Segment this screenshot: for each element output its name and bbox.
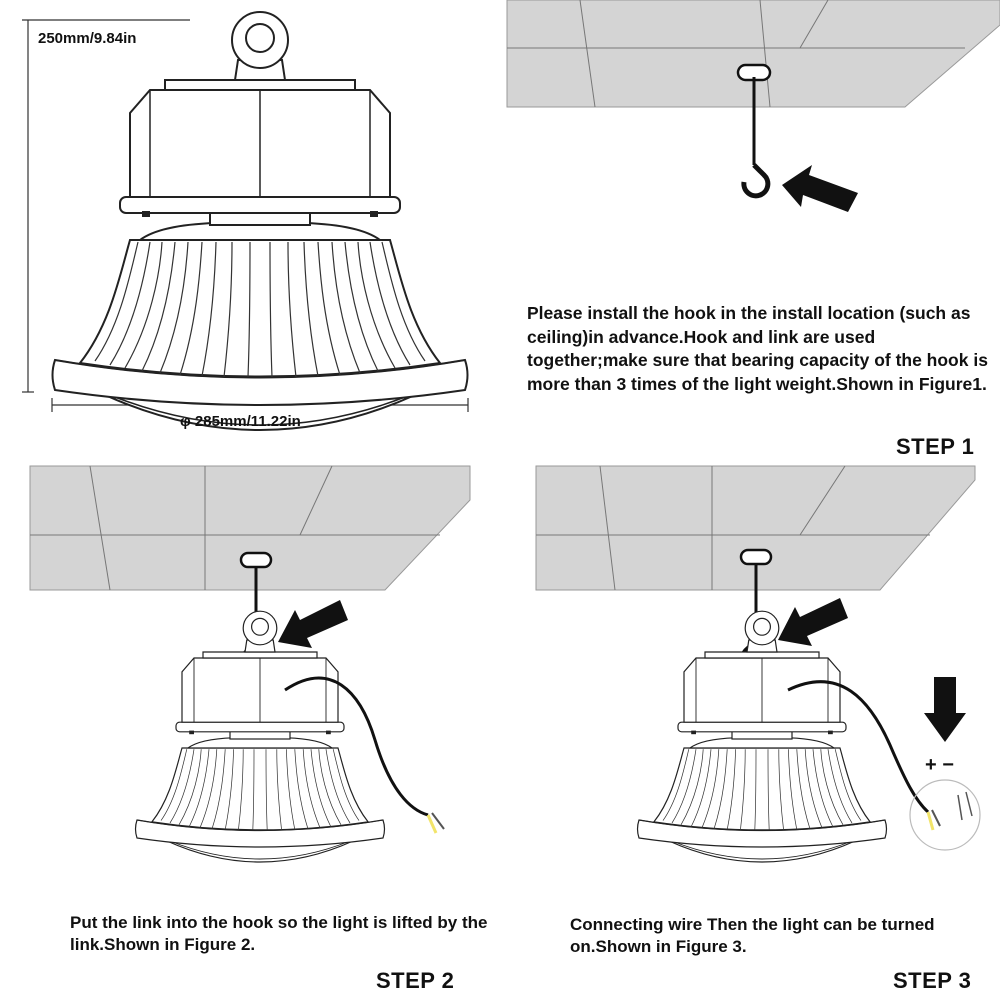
step2-ceiling — [29, 465, 471, 591]
step2-wire — [284, 676, 445, 834]
step1-label: STEP 1 — [896, 434, 975, 459]
step1-instructions: Please install the hook in the install l… — [527, 303, 988, 394]
step3-arrow — [778, 598, 848, 646]
step2-lamp — [134, 610, 386, 863]
step1-ceiling — [506, 0, 1000, 108]
diameter-dimension-label: φ 285mm/11.22in — [180, 413, 301, 430]
height-dimension-label: 250mm/9.84in — [38, 30, 137, 47]
step3-ceiling — [535, 465, 976, 591]
step2-arrow — [278, 600, 348, 648]
step1-hook — [736, 63, 772, 199]
step2-instructions: Put the link into the hook so the light … — [70, 913, 488, 954]
step1-arrow — [782, 165, 858, 212]
step3-lamp — [636, 610, 888, 863]
step3-down-arrow — [924, 677, 966, 742]
polarity-label: + − — [925, 754, 954, 776]
step2-label: STEP 2 — [376, 968, 455, 993]
lamp-main-illustration — [51, 11, 469, 431]
step3-wire — [787, 680, 981, 851]
step3-label: STEP 3 — [893, 968, 972, 993]
step3-instructions: Connecting wire Then the light can be tu… — [570, 915, 935, 956]
